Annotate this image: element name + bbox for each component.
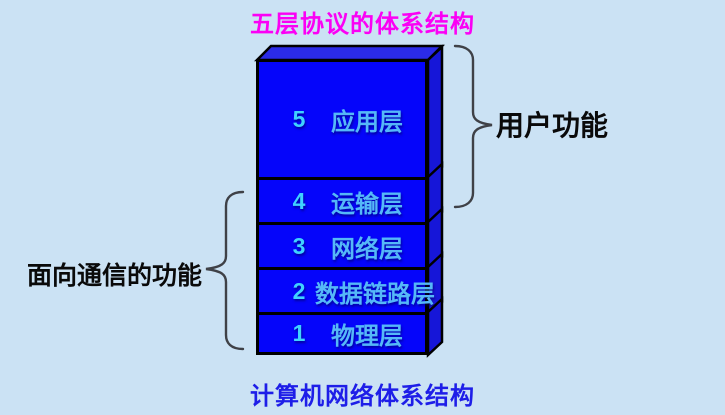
layer-number: 2 [292, 277, 306, 304]
page-title: 五层协议的体系结构 [250, 11, 475, 38]
layer-label: 物理层 [331, 323, 403, 350]
layer-4-transport: 4 运输层 [256, 177, 428, 225]
layer-number: 4 [292, 187, 306, 214]
layer-4-side-face [426, 161, 444, 228]
right-brace [453, 44, 493, 209]
user-functions-label: 用户功能 [496, 110, 609, 141]
layer-number: 5 [292, 106, 306, 132]
communication-functions-label: 面向通信的功能 [27, 262, 203, 290]
layer-number: 1 [292, 320, 306, 346]
layer-label: 运输层 [331, 190, 403, 218]
bottom-title: 计算机网络体系结构 [250, 383, 475, 410]
layer-3-network: 3 网络层 [256, 222, 428, 270]
left-brace [205, 190, 245, 351]
layer-label: 网络层 [331, 235, 403, 263]
layer-label: 应用层 [331, 109, 403, 136]
layer-1-physical: 1 物理层 [256, 312, 428, 355]
layer-3-side-face [426, 206, 444, 273]
layer-5-application: 5 应用层 [256, 59, 428, 180]
layer-5-side-face [426, 44, 444, 183]
box-top-face [253, 44, 446, 62]
layer-label: 数据链路层 [315, 280, 435, 308]
layer-number: 3 [292, 232, 306, 259]
layer-2-datalink: 2 数据链路层 [256, 267, 435, 315]
